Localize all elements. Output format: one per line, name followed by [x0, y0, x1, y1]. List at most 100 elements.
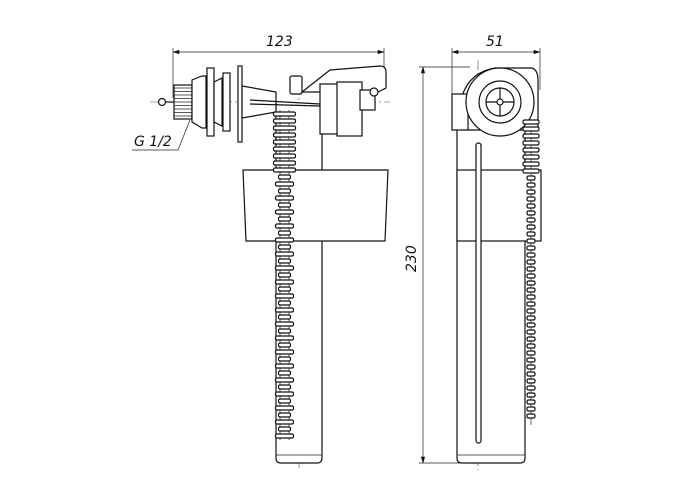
chain-bead: [277, 188, 292, 194]
chain-bead: [277, 202, 292, 208]
chain-bead: [526, 294, 536, 300]
chain-bead: [277, 244, 292, 250]
chain-bead: [526, 301, 536, 307]
chain-bead: [272, 167, 297, 173]
chain-bead: [526, 259, 536, 265]
dimension-label-51: 51: [486, 34, 504, 50]
chain-bead: [277, 384, 292, 390]
chain-bead: [274, 237, 295, 243]
chain-bead: [522, 126, 540, 132]
thread-callout: G 1/2: [132, 119, 191, 151]
chain-bead: [272, 111, 297, 117]
chain-bead: [272, 132, 297, 138]
dimension-width-side: 123: [172, 34, 385, 98]
chain-bead: [277, 272, 292, 278]
chain-bead: [522, 119, 540, 125]
chain-bead: [274, 377, 295, 383]
chain-bead: [277, 426, 292, 432]
side-view: 123: [150, 34, 390, 470]
chain-bead: [522, 147, 540, 153]
chain-bead: [526, 364, 536, 370]
chain-bead: [526, 343, 536, 349]
chain-bead: [277, 412, 292, 418]
dimension-width-front: 51: [451, 34, 541, 98]
chain-bead: [522, 154, 540, 160]
float-chain: [272, 110, 297, 440]
chain-bead: [277, 286, 292, 292]
chain-bead: [526, 189, 536, 195]
chain-bead: [526, 315, 536, 321]
chain-bead: [274, 293, 295, 299]
chain-bead: [526, 245, 536, 251]
chain-bead: [526, 399, 536, 405]
chain-bead: [272, 118, 297, 124]
chain-bead: [522, 161, 540, 167]
chain-bead: [274, 349, 295, 355]
chain-bead: [526, 308, 536, 314]
chain-bead: [526, 406, 536, 412]
chain-bead: [274, 335, 295, 341]
guide-slot: [475, 142, 482, 444]
chain-bead: [277, 174, 292, 180]
chain-bead: [522, 140, 540, 146]
chain-bead: [277, 258, 292, 264]
chain-bead: [274, 363, 295, 369]
front-view: 51 230: [404, 34, 542, 470]
dimension-label-123: 123: [266, 34, 293, 50]
chain-bead: [526, 252, 536, 258]
chain-bead: [522, 168, 540, 174]
chain-bead: [526, 392, 536, 398]
chain-bead: [277, 230, 292, 236]
chain-bead: [526, 196, 536, 202]
chain-bead: [277, 328, 292, 334]
chain-bead: [272, 125, 297, 131]
chain-bead: [526, 329, 536, 335]
chain-bead: [274, 251, 295, 257]
valve-body: [249, 65, 387, 137]
inlet-fitting: [157, 65, 277, 143]
chain-bead: [526, 182, 536, 188]
chain-bead: [272, 153, 297, 159]
chain-bead: [526, 175, 536, 181]
chain-bead: [522, 133, 540, 139]
chain-bead: [272, 160, 297, 166]
chain-bead: [277, 398, 292, 404]
chain-bead: [526, 336, 536, 342]
chain-bead: [526, 350, 536, 356]
chain-bead: [526, 385, 536, 391]
float: [242, 169, 389, 242]
float-chain-front: [522, 119, 540, 425]
chain-bead: [277, 356, 292, 362]
chain-bead: [526, 238, 536, 244]
chain-bead: [526, 266, 536, 272]
chain-bead: [274, 195, 295, 201]
chain-bead: [274, 391, 295, 397]
chain-bead: [277, 342, 292, 348]
valve-head-front: [451, 67, 539, 137]
chain-bead: [277, 370, 292, 376]
chain-bead: [526, 378, 536, 384]
chain-bead: [274, 307, 295, 313]
chain-bead: [277, 216, 292, 222]
chain-bead: [274, 209, 295, 215]
chain-bead: [277, 314, 292, 320]
chain-bead: [274, 265, 295, 271]
chain-bead: [274, 433, 295, 439]
chain-bead: [526, 371, 536, 377]
chain-bead: [526, 287, 536, 293]
chain-bead: [274, 223, 295, 229]
chain-bead: [274, 279, 295, 285]
chain-bead: [526, 280, 536, 286]
chain-bead: [526, 224, 536, 230]
chain-bead: [526, 231, 536, 237]
chain-bead: [526, 203, 536, 209]
chain-bead: [277, 300, 292, 306]
chain-bead: [274, 419, 295, 425]
chain-bead: [274, 405, 295, 411]
chain-bead: [272, 139, 297, 145]
chain-bead: [526, 210, 536, 216]
chain-bead: [526, 357, 536, 363]
chain-bead: [526, 322, 536, 328]
thread-label: G 1/2: [134, 134, 172, 150]
